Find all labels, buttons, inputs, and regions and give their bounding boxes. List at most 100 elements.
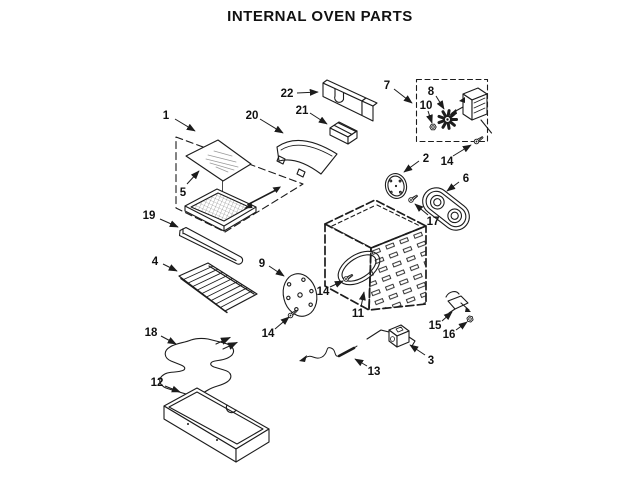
callout-arrow [409, 344, 426, 356]
callout-2: 2 [403, 153, 429, 173]
callout-14: 14 [317, 280, 344, 298]
rack-slide-rail [178, 226, 244, 265]
bake-element [159, 336, 238, 396]
callout-number: 14 [262, 328, 275, 340]
callout-22: 22 [281, 88, 319, 100]
callout-21: 21 [296, 105, 328, 125]
callout-arrow [164, 385, 181, 393]
callout-arrow [393, 88, 413, 104]
convection-fan-assembly [415, 78, 493, 146]
callout-number: 3 [428, 355, 434, 367]
callout-arrow [441, 311, 453, 322]
broiler-grid-pan [184, 188, 257, 232]
oven-sensor [299, 345, 358, 362]
vent-panel [276, 139, 338, 178]
callout-number: 11 [352, 308, 365, 320]
callout-12: 12 [151, 377, 181, 393]
callout-15: 15 [429, 311, 453, 332]
callout-arrow [403, 160, 420, 173]
callout-number: 13 [368, 366, 381, 378]
callout-arrow [296, 88, 319, 96]
callout-number: 14 [441, 156, 454, 168]
callout-13: 13 [354, 358, 381, 378]
callout-arrow [354, 358, 368, 367]
thermal-fuse [366, 324, 416, 348]
callout-number: 6 [463, 173, 469, 185]
cavity-oval-opening [337, 250, 381, 286]
callout-9: 9 [259, 258, 285, 277]
callout-20: 20 [246, 110, 284, 134]
callout-number: 1 [163, 110, 170, 122]
callout-arrow [162, 263, 178, 272]
callout-arrow [160, 335, 177, 345]
callout-1: 1 [163, 110, 196, 132]
callout-arrow [186, 170, 200, 185]
motor-cover-disc [384, 173, 408, 199]
screw-14-motor [472, 134, 485, 146]
callout-14: 14 [262, 316, 290, 340]
callout-number: 17 [427, 216, 440, 228]
callout-arrow [414, 203, 429, 216]
callout-number: 18 [145, 327, 158, 339]
callout-6: 6 [446, 173, 469, 192]
callout-7: 7 [384, 80, 413, 104]
probe-rod [244, 186, 281, 209]
screw-17 [407, 193, 420, 204]
callout-arrow [174, 118, 196, 132]
callout-10: 10 [420, 100, 433, 124]
callout-number: 4 [152, 256, 159, 268]
callout-5: 5 [180, 170, 200, 199]
callout-8: 8 [428, 86, 445, 110]
callout-arrow [259, 118, 284, 134]
convection-cover-plate [282, 273, 318, 320]
callout-17: 17 [414, 203, 440, 228]
callout-18: 18 [145, 327, 177, 345]
callout-number: 2 [423, 153, 429, 165]
callout-number: 14 [317, 286, 330, 298]
callout-4: 4 [152, 256, 178, 272]
callout-16: 16 [443, 321, 468, 341]
oven-cavity [324, 199, 427, 311]
callout-arrow [309, 112, 328, 125]
callout-number: 15 [429, 320, 442, 332]
hex-nut-16 [465, 314, 475, 324]
callout-arrow [452, 144, 472, 157]
callout-19: 19 [143, 210, 179, 228]
support-bracket [329, 121, 358, 145]
callout-arrow [426, 110, 433, 124]
callout-number: 21 [296, 105, 309, 117]
bottom-pan [163, 387, 270, 463]
callout-arrow [268, 265, 285, 277]
callout-arrow [435, 95, 445, 110]
callout-arrow [358, 291, 366, 308]
callout-number: 16 [443, 329, 456, 341]
callout-arrow [159, 218, 179, 228]
callout-number: 22 [281, 88, 294, 100]
callout-arrow [329, 280, 344, 288]
callout-number: 12 [151, 377, 164, 389]
fan-hex-nut [429, 123, 437, 131]
broiler-assembly-dashed-box [175, 136, 304, 233]
callout-arrow [455, 321, 468, 331]
callout-11: 11 [352, 291, 366, 320]
callout-number: 8 [428, 86, 435, 98]
callout-number: 9 [259, 258, 265, 270]
oven-rack [178, 262, 258, 314]
callout-arrow [446, 181, 460, 192]
callout-number: 7 [384, 80, 390, 92]
fan-blade [437, 109, 458, 130]
wire-clip [445, 291, 471, 314]
element-cover-plate [407, 187, 470, 231]
callout-14: 14 [441, 144, 472, 168]
callout-number: 19 [143, 210, 156, 222]
page-title: INTERNAL OVEN PARTS [227, 8, 413, 25]
callout-number: 20 [246, 110, 259, 122]
fan-motor [449, 87, 493, 134]
callout-3: 3 [409, 344, 434, 367]
callout-number: 10 [420, 100, 433, 112]
vent-duct-bracket [322, 79, 378, 122]
callout-number: 5 [180, 187, 187, 199]
